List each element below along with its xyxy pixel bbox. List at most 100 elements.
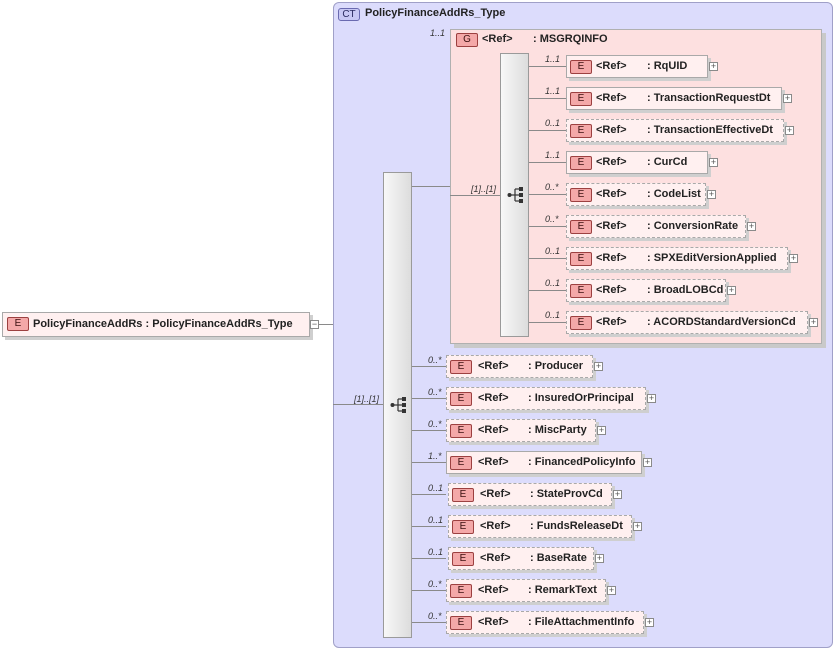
connector	[333, 404, 383, 405]
item-cardinality: 0..*	[428, 387, 442, 397]
element-transaction-effective-dt[interactable]	[566, 119, 784, 142]
item-cardinality: 0..1	[545, 310, 561, 320]
root-element-label: PolicyFinanceAddRs : PolicyFinanceAddRs_…	[33, 318, 293, 330]
element-ref: <Ref>	[596, 124, 627, 136]
sequence-icon	[390, 397, 406, 413]
element-name: : CodeList	[647, 188, 701, 200]
element-badge: E	[570, 188, 592, 202]
expand-icon[interactable]: +	[785, 125, 794, 135]
element-name: : TransactionEffectiveDt	[647, 124, 773, 136]
expand-icon[interactable]: +	[709, 61, 718, 71]
sequence-item-row: 0..* E <Ref> : MiscParty +	[412, 414, 712, 446]
expand-icon[interactable]: +	[809, 317, 818, 327]
element-ref: <Ref>	[480, 488, 511, 500]
element-badge: E	[452, 520, 474, 534]
element-badge: E	[570, 156, 592, 170]
element-ref: <Ref>	[480, 520, 511, 532]
sequence-item-row: 0..* E <Ref> : FileAttachmentInfo +	[412, 606, 712, 638]
sequence-item-row: 1..* E <Ref> : FinancedPolicyInfo +	[412, 446, 712, 478]
element-name: : ConversionRate	[647, 220, 739, 232]
element-badge: E	[570, 220, 592, 234]
expand-icon[interactable]: +	[595, 553, 604, 563]
item-cardinality: 1..1	[545, 86, 561, 96]
expand-icon[interactable]: +	[789, 253, 798, 263]
expand-icon[interactable]: +	[594, 361, 603, 371]
group-item-row: 0..1 E <Ref> : ACORDStandardVersionCd +	[529, 306, 829, 338]
element-transaction-request-dt[interactable]	[566, 87, 782, 110]
element-badge: E	[450, 424, 472, 438]
expand-icon[interactable]: +	[709, 157, 718, 167]
element-badge: E	[450, 360, 472, 374]
expand-icon[interactable]: +	[643, 457, 652, 467]
element-ref: <Ref>	[478, 584, 509, 596]
group-item-row: 1..1 E <Ref> : RqUID +	[529, 50, 829, 82]
group-item-row: 1..1 E <Ref> : TransactionRequestDt +	[529, 82, 829, 114]
item-cardinality: 0..*	[428, 579, 442, 589]
expand-icon[interactable]: +	[645, 617, 654, 627]
item-cardinality: 0..*	[545, 182, 559, 192]
expand-icon[interactable]: +	[597, 425, 606, 435]
element-remark-text[interactable]	[446, 579, 606, 602]
element-name: : FinancedPolicyInfo	[528, 456, 636, 468]
element-broad-lob-cd[interactable]	[566, 279, 726, 302]
group-item-row: 0..1 E <Ref> : SPXEditVersionApplied +	[529, 242, 829, 274]
root-element-badge: E	[7, 317, 29, 331]
element-badge: E	[450, 456, 472, 470]
element-producer[interactable]	[446, 355, 593, 378]
expand-icon[interactable]: +	[707, 189, 716, 199]
element-spx-edit-version-applied[interactable]	[566, 247, 788, 270]
element-badge: E	[570, 252, 592, 266]
element-name: : FileAttachmentInfo	[528, 616, 635, 628]
expand-icon[interactable]: +	[647, 393, 656, 403]
collapse-icon[interactable]: −	[310, 319, 319, 329]
expand-icon[interactable]: +	[607, 585, 616, 595]
element-insured-or-principal[interactable]	[446, 387, 646, 410]
element-name: : RemarkText	[528, 584, 597, 596]
expand-icon[interactable]: +	[783, 93, 792, 103]
element-ref: <Ref>	[478, 616, 509, 628]
item-cardinality: 0..*	[428, 355, 442, 365]
element-misc-party[interactable]	[446, 419, 596, 442]
element-ref: <Ref>	[596, 188, 627, 200]
element-file-attachment-info[interactable]	[446, 611, 644, 634]
expand-icon[interactable]: +	[727, 285, 736, 295]
element-name: : BroadLOBCd	[647, 284, 724, 296]
item-cardinality: 0..1	[545, 246, 561, 256]
element-ref: <Ref>	[596, 316, 627, 328]
element-conversion-rate[interactable]	[566, 215, 746, 238]
item-cardinality: 0..1	[545, 278, 561, 288]
element-ref: <Ref>	[478, 360, 509, 372]
element-name: : StateProvCd	[530, 488, 603, 500]
expand-icon[interactable]: +	[633, 521, 642, 531]
sequence-item-row: 0..1 E <Ref> : FundsReleaseDt +	[412, 510, 712, 542]
element-ref: <Ref>	[596, 284, 627, 296]
element-funds-release-dt[interactable]	[448, 515, 632, 538]
item-cardinality: 1..*	[428, 451, 442, 461]
expand-icon[interactable]: +	[747, 221, 756, 231]
element-financed-policy-info[interactable]	[446, 451, 642, 474]
element-base-rate[interactable]	[448, 547, 594, 570]
element-codelist[interactable]	[566, 183, 706, 206]
group-ref: <Ref>	[482, 33, 513, 45]
element-ref: <Ref>	[596, 92, 627, 104]
element-curcd[interactable]	[566, 151, 708, 174]
element-acord-standard-version-cd[interactable]	[566, 311, 808, 334]
sequence-item-row: 0..* E <Ref> : InsuredOrPrincipal +	[412, 382, 712, 414]
element-rquid[interactable]	[566, 55, 708, 78]
expand-icon[interactable]: +	[613, 489, 622, 499]
root-element[interactable]	[2, 312, 310, 337]
connector	[450, 195, 500, 196]
group-name: : MSGRQINFO	[533, 33, 608, 45]
element-ref: <Ref>	[478, 424, 509, 436]
element-state-prov-cd[interactable]	[448, 483, 612, 506]
element-badge: E	[450, 584, 472, 598]
item-cardinality: 0..1	[545, 118, 561, 128]
group-item-row: 1..1 E <Ref> : CurCd +	[529, 146, 829, 178]
complex-type-name: PolicyFinanceAddRs_Type	[365, 7, 506, 19]
element-name: : FundsReleaseDt	[530, 520, 623, 532]
item-cardinality: 0..1	[428, 547, 444, 557]
element-name: : MiscParty	[528, 424, 587, 436]
element-name: : SPXEditVersionApplied	[647, 252, 777, 264]
sequence-icon	[507, 187, 523, 203]
group-item-row: 0..1 E <Ref> : TransactionEffectiveDt +	[529, 114, 829, 146]
